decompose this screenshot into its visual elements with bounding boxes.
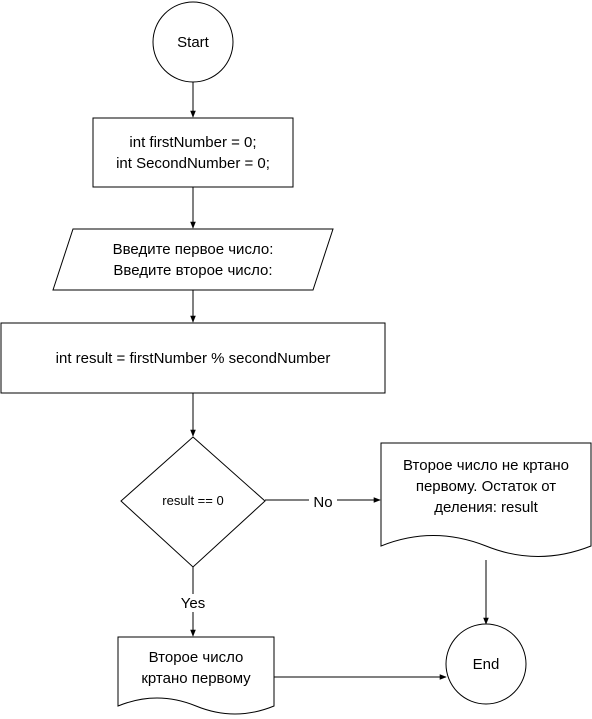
decision-node: result == 0 [120,436,266,568]
end-label: End [473,656,500,673]
input-line-1: Введите первое число: [113,241,274,258]
no-output-line-1: Второе число не кртано [403,457,569,474]
compute-node: int result = firstNumber % secondNumber [0,322,386,394]
edge-label-yes: Yes [175,594,211,612]
declare-line-1: int firstNumber = 0; [129,134,256,151]
edge-label-yes-text: Yes [181,595,205,612]
input-node: Введите первое число: Введите второе чис… [52,228,334,291]
yes-output-line-2: кртано первому [141,670,251,687]
decision-label: result == 0 [162,493,223,508]
start-node: Start [152,1,234,83]
no-output-line-3: деления: result [434,499,538,516]
input-line-2: Введите второе число: [113,262,272,279]
no-output-node: Второе число не кртано первому. Остаток … [380,442,592,557]
no-output-line-2: первому. Остаток от [416,478,556,495]
yes-output-line-1: Второе число [149,649,244,666]
declare-line-2: int SecondNumber = 0; [116,155,270,172]
declare-node: int firstNumber = 0; int SecondNumber = … [92,117,294,188]
yes-output-node: Второе число кртано первому [117,636,275,715]
start-label: Start [177,34,210,51]
edge-label-no-text: No [313,494,332,511]
end-node: End [445,623,527,705]
compute-label: int result = firstNumber % secondNumber [56,350,331,367]
edge-label-no: No [309,492,337,511]
